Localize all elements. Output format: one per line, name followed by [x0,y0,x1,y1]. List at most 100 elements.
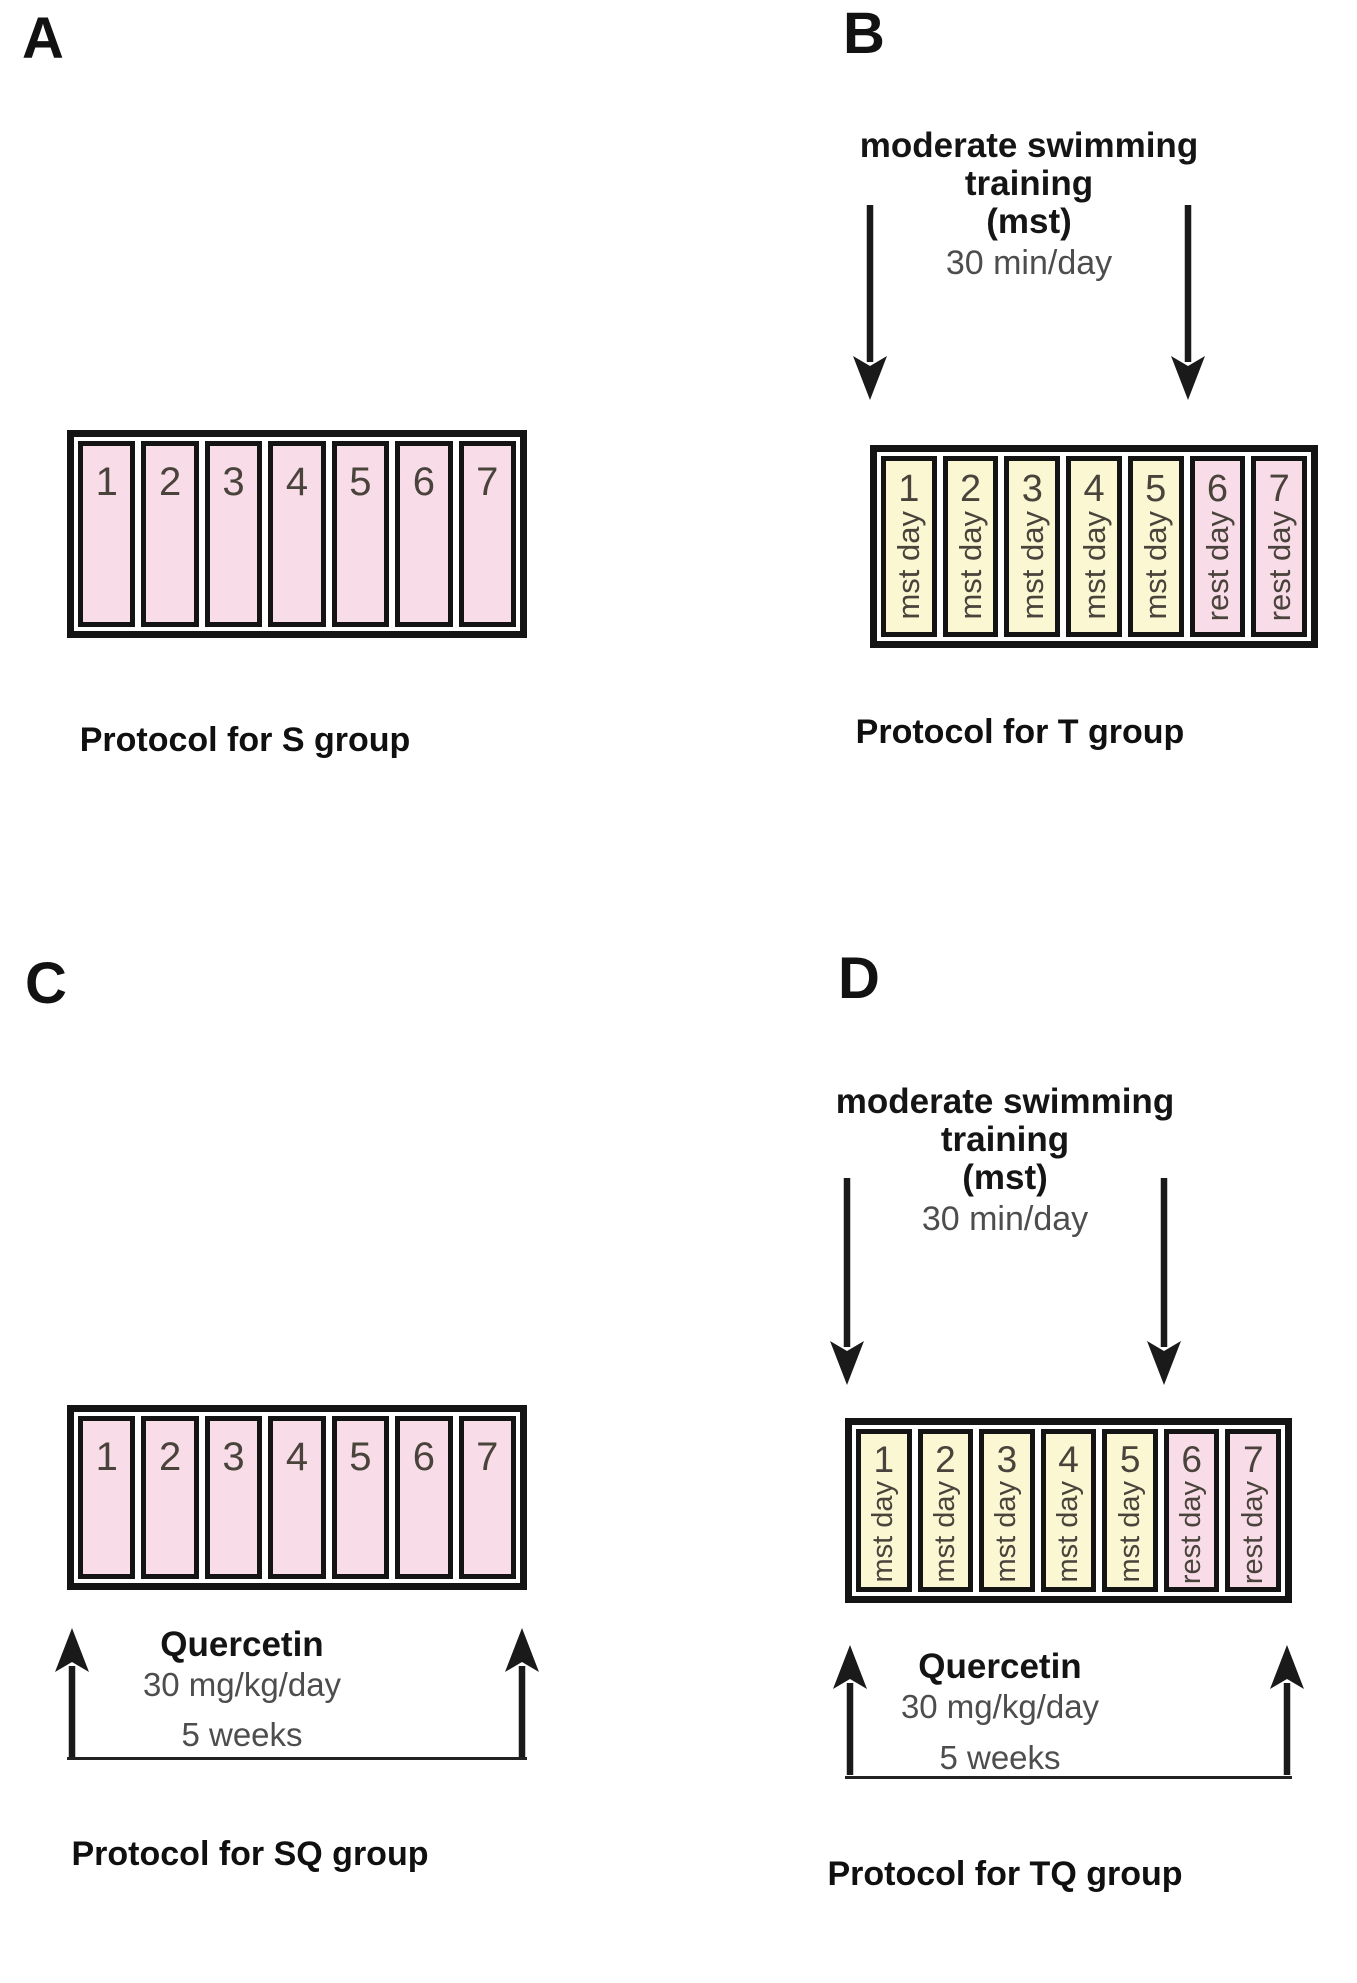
day-number: 3 [222,1435,245,1479]
panel-d-label: D [838,946,880,1011]
day-activity-label: mst day [1014,511,1050,620]
panel-d-quercetin-block: Quercetin 30 mg/kg/day [825,1647,1175,1726]
day-cell: 1 [78,441,136,627]
up-arrow-icon [505,1628,539,1758]
down-arrow-icon [1147,1178,1181,1385]
day-number: 4 [285,1435,309,1479]
panel-d-caption: Protocol for TQ group [827,1855,1183,1893]
day-number: 7 [1242,1439,1264,1480]
panel-a-label: A [22,6,64,71]
day-cell: 2 [141,441,199,627]
up-arrow-icon [1270,1645,1304,1775]
quercetin-duration: 5 weeks [939,1739,1061,1776]
panel-d-training-header: moderate swimming training (mst) 30 min/… [822,1082,1188,1239]
training-duration-text: 30 min/day [945,244,1113,282]
training-header-line: (mst) [962,1158,1048,1197]
quercetin-title: Quercetin [918,1647,1082,1686]
training-header-line: moderate swimming [859,126,1199,165]
day-cell: 2 [141,1416,199,1579]
day-activity-label: mst day [867,1481,900,1583]
panel-c-label: C [25,951,67,1016]
day-activity-label: mst day [891,511,927,620]
day-number: 4 [1083,468,1105,510]
day-activity-label: rest day [1199,511,1235,622]
day-number: 3 [222,460,245,504]
training-header-line: moderate swimming [835,1082,1175,1121]
day-cell: 4 [268,441,326,627]
day-number: 1 [95,1435,118,1479]
training-duration-text: 30 min/day [921,1200,1089,1238]
day-number: 5 [349,1435,372,1479]
day-activity-label: rest day [1236,1481,1269,1585]
day-number: 3 [996,1439,1018,1480]
day-cell: 7 [458,1416,516,1579]
day-number: 7 [1268,468,1290,510]
training-header-line: training [940,1120,1070,1159]
day-number: 7 [476,1435,499,1479]
panel-b-caption: Protocol for T group [855,713,1185,751]
day-number: 5 [349,460,372,504]
quercetin-title: Quercetin [160,1625,324,1664]
day-cell: 5 [331,1416,390,1579]
day-number: 3 [1021,468,1043,510]
day-number: 7 [476,460,499,504]
panel-c-quercetin-block: Quercetin 30 mg/kg/day [67,1625,417,1704]
day-number: 6 [412,460,435,504]
panel-b-label: B [843,1,885,66]
day-activity-label: mst day [928,1481,961,1583]
day-activity-label: mst day [953,511,989,620]
day-number: 6 [412,1435,435,1479]
day-activity-label: mst day [1076,511,1112,620]
day-cell: 7 [458,441,516,627]
day-cell: 6 [395,1416,453,1579]
panel-b-training-header: moderate swimming training (mst) 30 min/… [846,126,1212,283]
day-cell: 3 [204,441,263,627]
day-number: 5 [1119,1439,1141,1480]
day-number: 6 [1181,1439,1202,1480]
panel-a-week-box: 1 2 3 4 5 6 7 [67,430,527,638]
training-header-line: training [964,164,1094,203]
up-arrow-icon [833,1645,867,1775]
day-activity-label: mst day [1113,1481,1146,1583]
day-cell: 5 [331,441,390,627]
quercetin-duration: 5 weeks [181,1716,303,1753]
day-number: 4 [285,460,309,504]
day-number: 1 [898,468,920,510]
timeline-line [67,1757,527,1760]
panel-a-caption: Protocol for S group [79,721,411,759]
day-number: 2 [159,1435,182,1479]
quercetin-dose: 30 mg/kg/day [900,1687,1100,1725]
day-cell: 6 [395,441,453,627]
down-arrow-icon [1171,205,1205,400]
training-header-line: (mst) [986,202,1072,241]
day-number: 2 [159,460,182,504]
panel-c-week-box: 1 2 3 4 5 6 7 [67,1405,527,1590]
day-activity-label: mst day [1138,511,1174,620]
day-activity-label: rest day [1175,1481,1208,1585]
day-number: 4 [1058,1439,1079,1480]
panel-c-caption: Protocol for SQ group [71,1835,429,1873]
day-number: 2 [960,468,982,510]
down-arrow-icon [830,1178,864,1385]
day-cell: 1 [78,1416,136,1579]
day-number: 1 [95,460,118,504]
day-activity-label: mst day [1052,1481,1085,1583]
day-number: 5 [1145,468,1167,510]
up-arrow-icon [55,1628,89,1758]
day-cell: 3 [204,1416,263,1579]
